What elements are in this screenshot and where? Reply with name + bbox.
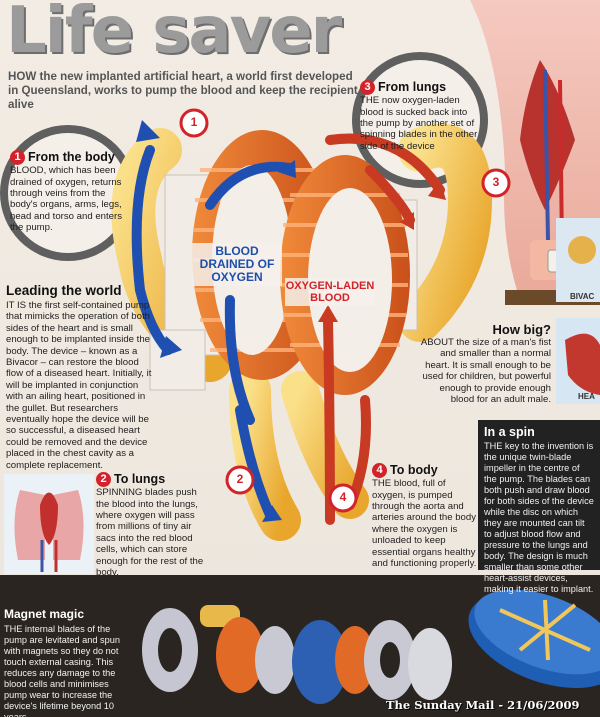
section-text: THE internal blades of the pump are levi… (4, 624, 120, 717)
how-big: How big? ABOUT the size of a man's fist … (418, 322, 551, 405)
section-heading: In a spin (484, 425, 535, 439)
pump-marker-2: 2 (236, 472, 244, 486)
step-heading: From the body (28, 150, 115, 164)
in-a-spin-box: In a spin THE key to the invention is th… (478, 420, 600, 594)
pump-marker-1: 1 (190, 115, 198, 129)
step-text: THE now oxygen-laden blood is sucked bac… (360, 95, 478, 152)
bivacor-inset (556, 218, 600, 302)
heart-inset (556, 318, 600, 404)
lungs-inset (4, 474, 94, 574)
pump-marker-3: 3 (492, 175, 500, 189)
section-text: THE key to the invention is the unique t… (484, 441, 594, 594)
step-heading: From lungs (378, 80, 447, 94)
magnet-magic: Magnet magic THE internal blades of the … (4, 607, 130, 717)
step-number-badge: 3 (360, 80, 375, 96)
intro-text: HOW the new implanted artificial heart, … (8, 70, 358, 111)
source-credit: The Sunday Mail - 21/06/2009 (386, 698, 580, 712)
step-text: BLOOD, which has been drained of oxygen,… (10, 165, 123, 234)
section-heading: Magnet magic (4, 607, 85, 621)
section-heading: Leading the world (6, 283, 122, 298)
step-number-badge: 2 (96, 472, 111, 488)
impeller-disc (468, 589, 600, 689)
bivacor-label: BIVAC (570, 292, 595, 301)
pump-markers (179, 108, 511, 513)
step-text: THE blood, full of oxygen, is pumped thr… (372, 478, 477, 570)
section-heading: How big? (492, 322, 552, 337)
page-title: Life saver (6, 0, 342, 68)
leading-the-world: Leading the world IT IS the first self-c… (6, 283, 156, 471)
step-number-badge: 4 (372, 463, 387, 479)
heart-label: HEA (578, 392, 595, 401)
section-text: ABOUT the size of a man's fist and small… (420, 337, 551, 406)
step-heading: To lungs (114, 472, 166, 486)
red-blood-label: OXYGEN-LADEN BLOOD (285, 278, 375, 306)
pump-marker-4: 4 (339, 490, 347, 504)
blue-blood-label: BLOOD DRAINED OF OXYGEN (192, 243, 282, 286)
step-text: SPINNING blades push the blood into the … (96, 487, 204, 579)
section-text: IT IS the first self-contained pump that… (6, 300, 152, 471)
step-number-badge: 1 (10, 150, 25, 166)
blue-flow-arrows (131, 145, 295, 520)
step-heading: To body (390, 463, 438, 477)
